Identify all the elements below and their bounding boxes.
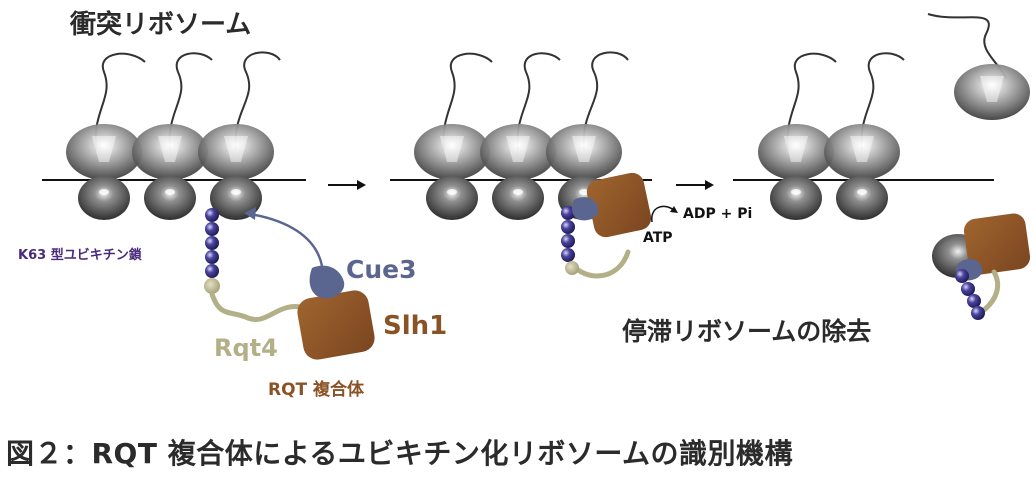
stalled-ribosome-removal-label: 停滞リボソームの除去 [622,317,872,346]
adp-pi-label: ADP + Pi [683,206,753,222]
stage2-rqt-complex [561,172,652,279]
slh1-label: Slh1 [383,311,448,341]
rqt4-label: Rqt4 [214,334,278,362]
collided-ribosome-title: 衝突リボソーム [70,10,252,40]
k63-ubiquitin-chain [204,208,220,294]
ribosome [758,124,834,220]
released-large-subunit [927,13,1030,120]
nascent-chain [94,52,146,151]
ribosome [414,124,490,220]
k63-ubiquitin-chain-label: K63 型ユビキチン鎖 [18,248,142,263]
cue3-label: Cue3 [346,255,417,284]
rqt4-linker [209,291,309,322]
nascent-chain [168,52,213,151]
figure-caption: 図２：RQT 複合体によるユビキチン化リボソームの識別機構 [6,437,794,470]
nascent-chain [582,51,629,151]
cue3-protein [309,265,345,299]
stage1-ribosomes [66,51,281,220]
ribosome [198,124,274,220]
nascent-chain [860,52,905,151]
ribosome [824,124,900,220]
nascent-chain [516,52,561,151]
ribosome [66,124,142,220]
arrow-step-1 [328,180,366,190]
arrow-step-2 [676,180,714,190]
nascent-chain [234,51,281,151]
rqt-complex-label: RQT 複合体 [268,380,365,400]
stage2-ribosomes [414,51,629,220]
atp-label: ATP [643,230,673,246]
nascent-chain [442,52,493,151]
cue3-recognition-arrow [244,207,324,267]
ribosome [480,124,556,220]
slh1-protein [297,290,375,360]
released-small-subunit-complex [932,213,1031,320]
nascent-chain [786,52,837,151]
stage3-ribosomes [758,52,905,220]
atp-hydrolysis-arrow [651,205,675,223]
ribosome [132,124,208,220]
